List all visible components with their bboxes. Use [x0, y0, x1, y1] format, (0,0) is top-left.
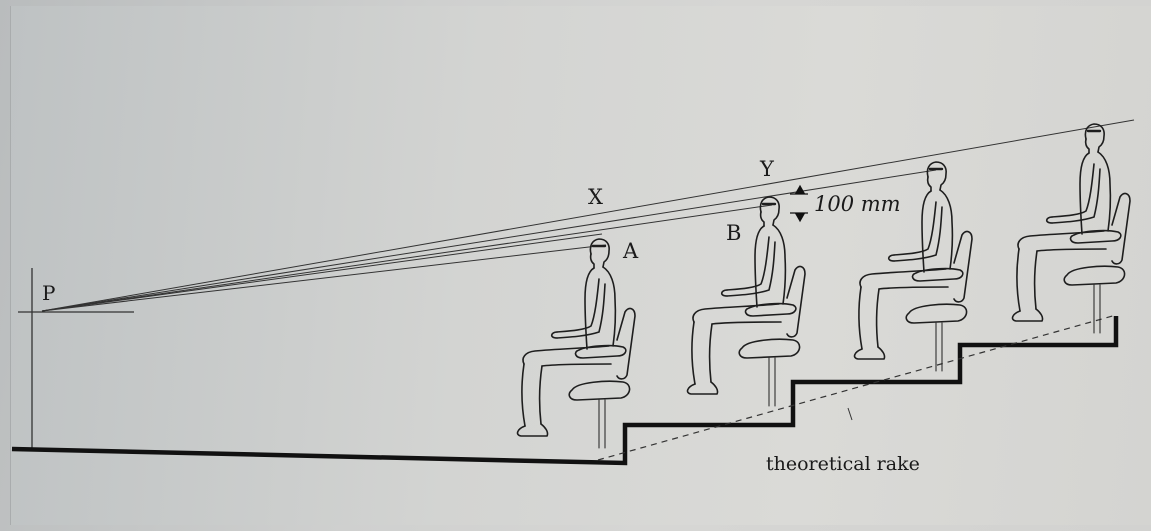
label-p: P — [42, 281, 55, 305]
sight-line-d — [41, 119, 1135, 312]
sight-line-a — [41, 233, 603, 312]
seated-person-row-4 — [1011, 122, 1131, 334]
sight-line-b — [41, 204, 773, 312]
seated-person-row-1 — [516, 237, 636, 449]
label-b: B — [726, 221, 741, 245]
label-clearance: 100 mm — [814, 192, 901, 216]
stepped-floor — [11, 316, 1119, 466]
theoretical-rake-line — [597, 314, 1117, 461]
sight-line-c — [41, 169, 937, 312]
label-theoretical-rake: theoretical rake — [766, 453, 920, 475]
label-a: A — [622, 239, 639, 263]
paper-sheet — [10, 6, 1151, 525]
label-x: X — [588, 185, 603, 209]
clearance-dimension — [790, 184, 808, 223]
sight-lines — [41, 119, 1135, 312]
rake-leader-line — [847, 407, 853, 421]
sight-line-a2 — [41, 244, 607, 312]
seated-person-row-2 — [686, 195, 806, 407]
label-y: Y — [759, 157, 775, 181]
